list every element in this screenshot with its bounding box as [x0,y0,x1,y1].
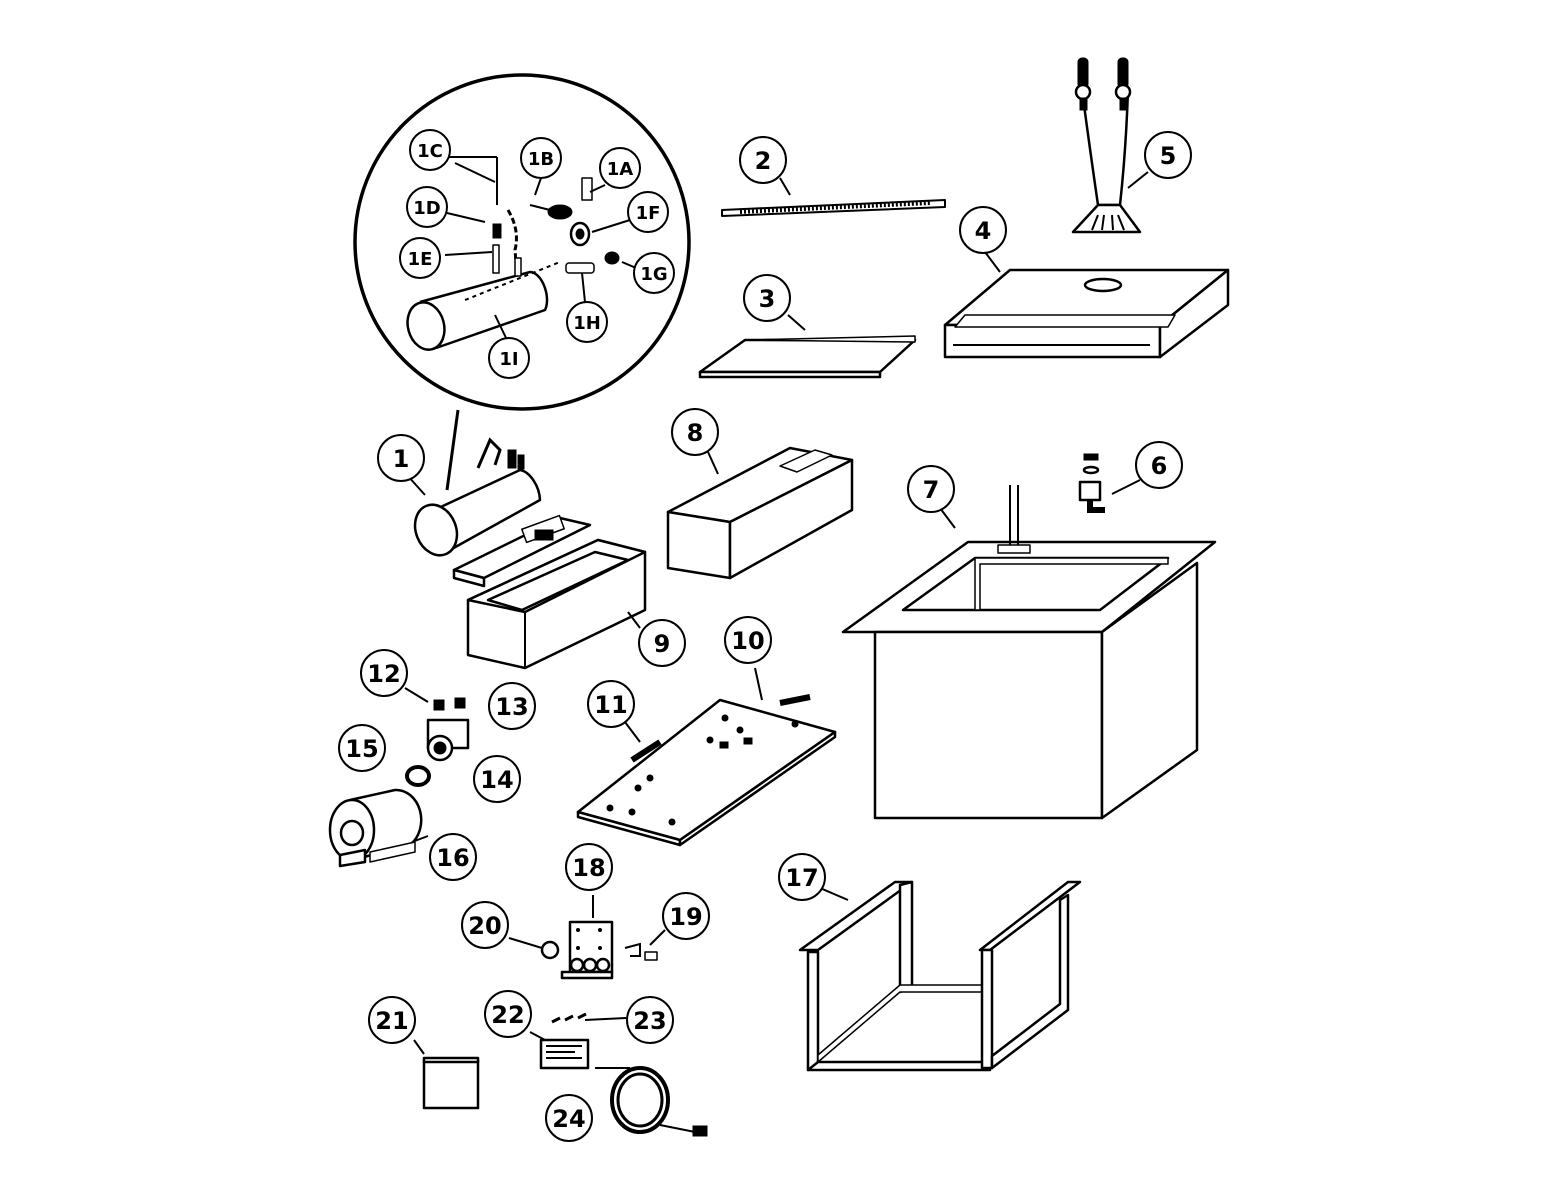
svg-text:21: 21 [375,1007,408,1035]
svg-text:13: 13 [495,693,528,721]
svg-text:10: 10 [731,627,764,655]
callout-4: 4 [959,206,1007,254]
callout-1i: 1I [488,337,530,379]
part-11-strip [630,739,662,763]
part-18-bracket [560,920,614,980]
svg-text:1D: 1D [413,198,440,219]
svg-text:8: 8 [687,419,704,447]
svg-text:5: 5 [1160,142,1177,170]
svg-text:12: 12 [367,660,400,688]
callout-17: 17 [778,853,826,901]
callout-1a: 1A [599,147,641,189]
callout-3: 3 [743,274,791,322]
part-10-strip [779,694,811,706]
callout-6: 6 [1135,441,1183,489]
part-9-tray [452,514,647,670]
callout-20: 20 [461,901,509,949]
svg-text:24: 24 [552,1105,585,1133]
svg-text:1F: 1F [636,203,661,224]
svg-text:3: 3 [759,285,776,313]
svg-text:1C: 1C [417,141,443,162]
callout-14: 14 [473,755,521,803]
svg-text:1H: 1H [573,313,601,334]
svg-text:4: 4 [975,217,992,245]
part-16-motor [328,788,423,868]
callout-15: 15 [338,724,386,772]
part-15-clamp [405,765,431,787]
callout-21: 21 [368,996,416,1044]
callout-1g: 1G [633,252,675,294]
part-3-drip-tray [698,335,917,379]
part-23-screws [551,1012,587,1024]
svg-text:1: 1 [393,445,410,473]
callout-5: 5 [1144,131,1192,179]
part-19-clip [624,942,658,961]
svg-text:1E: 1E [408,249,433,270]
part-8-box [666,446,854,580]
svg-text:1G: 1G [640,264,667,285]
svg-text:2: 2 [755,147,772,175]
callout-1: 1 [377,434,425,482]
callout-18: 18 [565,843,613,891]
svg-text:16: 16 [436,844,469,872]
svg-text:6: 6 [1151,452,1168,480]
callout-1e: 1E [399,237,441,279]
part-6-fitting [1078,453,1105,513]
callout-16: 16 [429,833,477,881]
callout-1f: 1F [627,191,669,233]
detail-view-part-1 [353,73,691,491]
svg-text:14: 14 [480,766,513,794]
svg-text:7: 7 [923,476,940,504]
svg-text:17: 17 [785,864,818,892]
part-21-box [422,1056,480,1110]
part-20-knob [540,940,560,960]
callout-11: 11 [587,680,635,728]
part-5-tower [1071,57,1142,234]
callout-1d: 1D [406,186,448,228]
callout-24: 24 [545,1094,593,1142]
callout-7: 7 [907,465,955,513]
svg-text:11: 11 [594,691,627,719]
callout-22: 22 [484,990,532,1038]
svg-text:18: 18 [572,854,605,882]
callout-1c: 1C [409,129,451,171]
svg-text:20: 20 [468,912,501,940]
callout-10: 10 [724,616,772,664]
part-7-cabinet [841,485,1217,820]
callout-1b: 1B [520,137,562,179]
callout-2: 2 [739,136,787,184]
svg-text:1A: 1A [607,159,634,180]
callout-9: 9 [638,619,686,667]
callout-1h: 1H [566,301,608,343]
svg-text:9: 9 [654,630,671,658]
part-2-grate [721,199,946,217]
svg-text:19: 19 [669,903,702,931]
part-22-label [539,1038,590,1070]
callout-12: 12 [360,649,408,697]
detail-fittings [492,177,620,277]
callout-23: 23 [626,996,674,1044]
callouts: 1C 1B 1A 1D 1F 1E 1G 1H 1I 1 2 3 4 5 6 7… [338,129,1192,1142]
detail-tube-1i [406,261,561,351]
svg-text:1I: 1I [499,349,518,370]
svg-text:15: 15 [345,735,378,763]
callout-13: 13 [488,682,536,730]
part-4-cover [943,268,1230,359]
svg-text:22: 22 [491,1001,524,1029]
part-1-tube [413,437,542,557]
callout-8: 8 [671,408,719,456]
svg-text:23: 23 [633,1007,666,1035]
part-24-cord [595,1066,708,1137]
part-10-plate [576,698,837,847]
part-17-frame [798,880,1082,1072]
callout-19: 19 [662,892,710,940]
svg-text:1B: 1B [528,149,554,170]
part-13-pump-head [426,697,470,762]
